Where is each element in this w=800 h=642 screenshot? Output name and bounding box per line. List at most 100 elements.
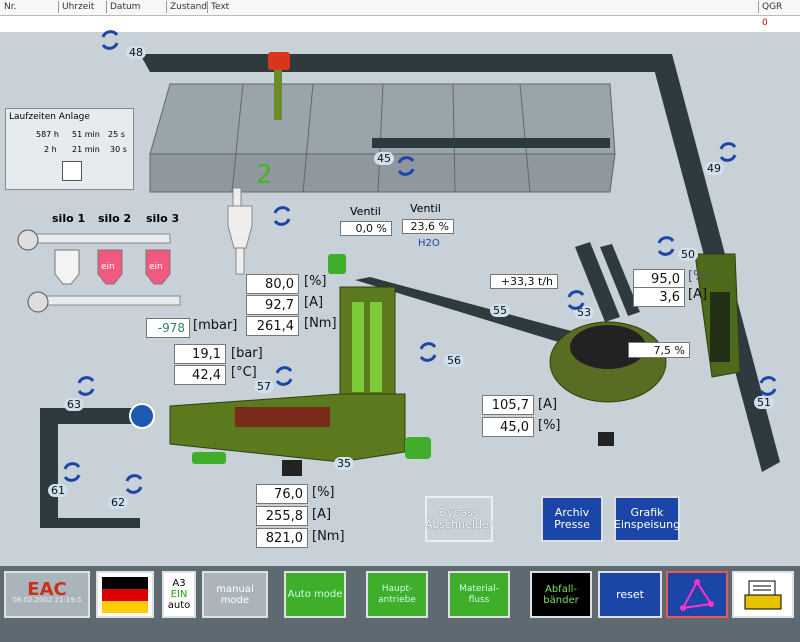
reset-button[interactable]: reset <box>598 571 662 618</box>
runtime-title: Laufzeiten Anlage <box>9 112 90 122</box>
datetime: 08.02.2002 21:19:5 <box>12 595 82 604</box>
flow-rate: +33,3 t/h <box>490 274 558 289</box>
bin-number: 2 <box>256 160 273 190</box>
abfallbaender-button[interactable]: Abfall- bänder <box>530 571 592 618</box>
col-datum: Datum <box>110 2 141 12</box>
top-conveyor <box>140 54 672 72</box>
refresh-icon[interactable] <box>756 374 780 398</box>
motor-a-percent: 80,0 <box>246 274 299 294</box>
hauptantriebe-button[interactable]: Haupt- antriebe <box>366 571 428 618</box>
qgr-count: 0 <box>762 18 768 28</box>
screw-motor <box>268 52 290 70</box>
unit: [A] <box>688 287 708 302</box>
hydraulic-pressure: 19,1 <box>174 344 226 364</box>
mode-status: A3 EIN auto <box>162 571 196 618</box>
refresh-icon[interactable] <box>394 154 418 178</box>
arrow-left-icon <box>129 403 155 429</box>
feed-conveyor <box>355 277 575 344</box>
ventil-1-value: 0,0 % <box>340 221 392 236</box>
unit: [A] <box>538 397 558 412</box>
reset-runtime-icon[interactable] <box>62 161 82 181</box>
silo-2-status: ein <box>101 262 115 272</box>
tag-51: 51 <box>754 396 774 409</box>
a3-label: A3 <box>172 578 186 589</box>
motor-b-current: 3,6 <box>633 287 685 307</box>
refresh-icon[interactable] <box>60 460 84 484</box>
network-icon[interactable] <box>666 571 728 618</box>
divider <box>207 1 208 13</box>
refresh-icon[interactable] <box>716 140 740 164</box>
motor <box>328 254 346 274</box>
bin-block-front <box>149 153 616 193</box>
motor-b-percent: 95,0 <box>633 269 685 289</box>
refresh-icon[interactable] <box>98 28 122 52</box>
ventil-2-label: Ventil <box>410 202 441 215</box>
tag-45: 45 <box>374 152 394 165</box>
silo-2 <box>97 249 123 285</box>
silo-3-label: silo 3 <box>146 212 180 225</box>
runtime-minutes: 51 min <box>72 130 100 139</box>
tag-61: 61 <box>48 484 68 497</box>
motor <box>598 432 614 446</box>
grafik-einspeisung-button[interactable]: Grafik Einspeisung <box>614 496 680 542</box>
logo-panel: EAC 08.02.2002 21:19:5 <box>4 571 90 618</box>
col-qgr: QGR <box>762 2 783 12</box>
vertical-feeder <box>339 286 396 403</box>
refresh-icon[interactable] <box>564 288 588 312</box>
ventil-2-value: 23,6 % <box>402 219 454 234</box>
unit: [%] <box>312 485 335 500</box>
logo: EAC <box>27 578 67 600</box>
silo-3 <box>145 249 171 285</box>
motor <box>192 452 226 464</box>
language-flag-icon[interactable] <box>96 571 154 618</box>
unit: [mbar] <box>193 318 238 333</box>
refresh-icon[interactable] <box>74 374 98 398</box>
tag-63: 63 <box>64 398 84 411</box>
motor <box>405 437 431 459</box>
unit: [bar] <box>231 346 263 361</box>
print-icon[interactable] <box>732 571 794 618</box>
refresh-icon[interactable] <box>654 234 678 258</box>
runtime-minutes-2: 21 min <box>72 145 100 154</box>
hydraulic-temp: 42,4 <box>174 365 226 385</box>
unit: [A] <box>312 507 332 522</box>
return-conveyor <box>40 408 145 528</box>
unit: [Nm] <box>312 529 345 544</box>
tag-49: 49 <box>704 162 724 175</box>
tag-35: 35 <box>334 457 354 470</box>
tag-55: 55 <box>490 304 510 317</box>
tag-48: 48 <box>126 46 146 59</box>
alarm-row[interactable]: 0 <box>0 15 800 32</box>
tag-50: 50 <box>678 248 698 261</box>
auto-label: auto <box>167 600 191 611</box>
divider <box>166 1 167 13</box>
process-diagram <box>17 52 780 528</box>
refresh-icon[interactable] <box>272 364 296 388</box>
runtime-hours-2: 2 h <box>44 145 57 154</box>
auto-mode-button[interactable]: Auto mode <box>284 571 346 618</box>
refresh-icon[interactable] <box>416 340 440 364</box>
motor-c-current: 105,7 <box>482 395 534 415</box>
refresh-icon[interactable] <box>270 204 294 228</box>
motor-a-torque: 261,4 <box>246 316 299 336</box>
unit: [%] <box>688 269 711 284</box>
silo-2-label: silo 2 <box>98 212 132 225</box>
screw <box>274 70 282 120</box>
manual-mode-button[interactable]: manual mode <box>202 571 268 618</box>
divider <box>758 1 759 13</box>
pressure-value: -978 <box>146 318 190 338</box>
alarm-list[interactable]: Nr. Uhrzeit Datum Zustand Text QGR 0 <box>0 0 800 33</box>
archiv-presse-button[interactable]: Archiv Presse <box>541 496 603 542</box>
refresh-icon[interactable] <box>122 472 146 496</box>
silo-1 <box>54 249 80 285</box>
runtime-hours: 587 h <box>36 130 59 139</box>
ventil-1-label: Ventil <box>350 205 381 218</box>
col-nr: Nr. <box>4 2 17 12</box>
ein-label: EIN <box>170 589 188 600</box>
motor-d-percent: 76,0 <box>256 484 308 504</box>
screw-press <box>169 393 406 463</box>
motor <box>282 460 302 476</box>
motor-c-percent: 45,0 <box>482 417 534 437</box>
bypass-button[interactable]: Bypass Abschneider <box>425 496 493 542</box>
materialfluss-button[interactable]: Material- fluss <box>448 571 510 618</box>
